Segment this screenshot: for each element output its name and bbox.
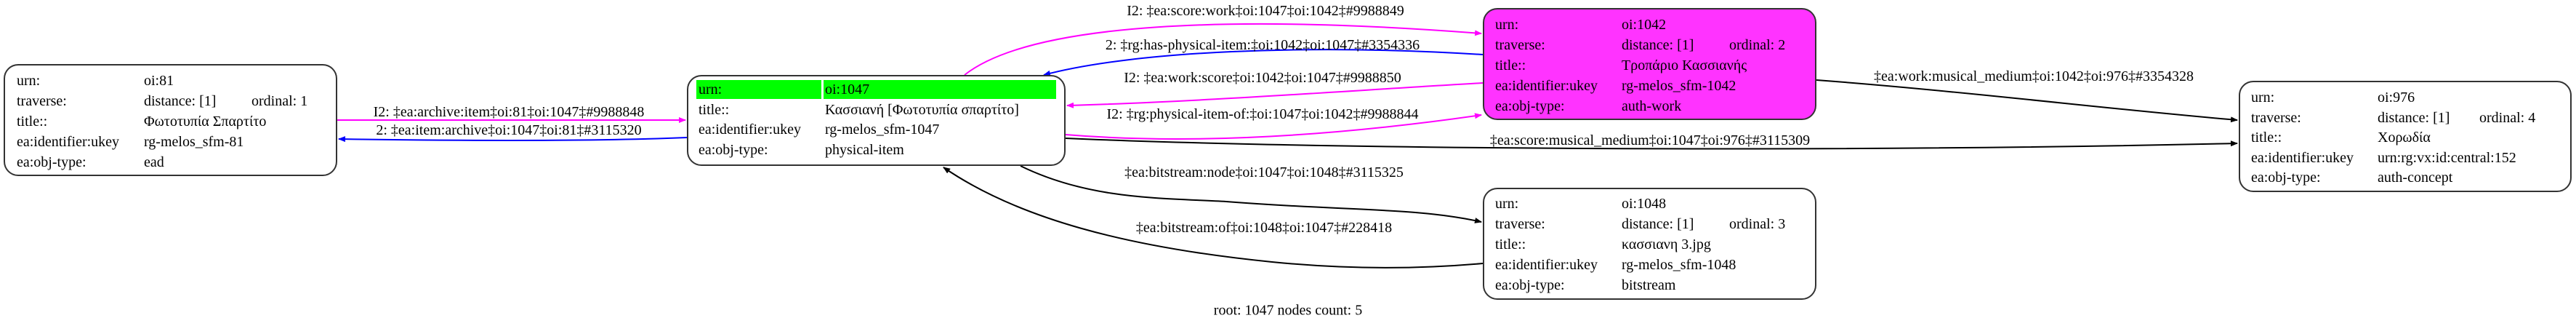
identifier-key: ea:identifier:ukey bbox=[1495, 257, 1598, 273]
identifier-value: rg-melos_sfm-81 bbox=[144, 134, 244, 150]
traverse-key: traverse: bbox=[2251, 110, 2301, 126]
root-highlight-value bbox=[824, 80, 1056, 99]
identifier-value: rg-melos_sfm-1047 bbox=[825, 122, 940, 138]
node-oi-1042[interactable]: urn: oi:1042 traverse: distance: [1] ordina… bbox=[1483, 8, 1816, 120]
obj-type-value: auth-work bbox=[1622, 98, 1682, 114]
identifier-value: urn:rg:vx:id:central:152 bbox=[2378, 150, 2516, 166]
urn-key: urn: bbox=[2251, 90, 2275, 106]
traverse-distance: distance: [1] bbox=[144, 93, 217, 109]
node-oi-1047-root[interactable]: urn: oi:1047 title::Κασσιανή [Φωτοτυπία σ… bbox=[687, 75, 1066, 166]
title-value: Φωτοτυπία Σπαρτίτο bbox=[144, 114, 267, 130]
edge-e8 bbox=[1816, 79, 2238, 123]
obj-type-key: ea:obj-type: bbox=[1495, 277, 1565, 293]
title-value: Χορωδία bbox=[2378, 130, 2431, 146]
identifier-key: ea:identifier:ukey bbox=[699, 122, 802, 138]
traverse-ordinal: ordinal: 1 bbox=[251, 93, 308, 109]
edge-label-e8: ‡ea:work:musical_medium‡oi:1042‡oi:976‡#… bbox=[1874, 68, 2194, 84]
urn-key: urn: bbox=[699, 82, 723, 98]
edge-e7 bbox=[1065, 138, 2238, 150]
obj-type-value: auth-concept bbox=[2378, 170, 2453, 186]
identifier-key: ea:identifier:ukey bbox=[17, 134, 120, 150]
edge-e2 bbox=[338, 136, 688, 143]
edge-label-e7: ‡ea:score:musical_medium‡oi:1047‡oi:976‡… bbox=[1489, 132, 1811, 148]
edge-e10 bbox=[943, 167, 1484, 269]
identifier-value: rg-melos_sfm-1042 bbox=[1622, 78, 1736, 94]
title-key: title:: bbox=[17, 114, 48, 130]
obj-type-value: bitstream bbox=[1622, 277, 1676, 293]
identifier-value: rg-melos_sfm-1048 bbox=[1622, 257, 1736, 273]
traverse-distance: distance: [1] bbox=[1622, 216, 1694, 232]
title-value: Κασσιανή [Φωτοτυπία σπαρτίτο] bbox=[825, 102, 1019, 118]
edge-label-e3: I2: ‡ea:score:work‡oi:1047‡oi:1042‡#9988… bbox=[1127, 3, 1404, 19]
edge-e5 bbox=[1066, 82, 1484, 108]
obj-type-key: ea:obj-type: bbox=[699, 142, 768, 158]
title-key: title:: bbox=[1495, 236, 1526, 253]
edge-label-e5: I2: ‡ea:work:score‡oi:1042‡oi:1047‡#9988… bbox=[1124, 70, 1401, 86]
obj-type-key: ea:obj-type: bbox=[2251, 170, 2321, 186]
traverse-ordinal: ordinal: 4 bbox=[2479, 110, 2536, 126]
edge-e6 bbox=[1065, 113, 1482, 140]
identifier-key: ea:identifier:ukey bbox=[2251, 150, 2354, 166]
urn-key: urn: bbox=[1495, 17, 1519, 33]
urn-key: urn: bbox=[17, 73, 41, 89]
edge-label-e9: ‡ea:bitstream:node‡oi:1047‡oi:1048‡#3115… bbox=[1124, 164, 1404, 180]
urn-key: urn: bbox=[1495, 196, 1519, 212]
node-oi-81[interactable]: urn: oi:81 traverse: distance: [1] ordinal:… bbox=[4, 64, 337, 176]
obj-type-key: ea:obj-type: bbox=[1495, 98, 1565, 114]
urn-value: oi:81 bbox=[144, 73, 174, 89]
traverse-distance: distance: [1] bbox=[1622, 37, 1694, 53]
edge-e9 bbox=[1020, 165, 1482, 223]
node-oi-1048[interactable]: urn: oi:1048 traverse: distance: [1] ordina… bbox=[1483, 188, 1816, 300]
edge-e4 bbox=[1043, 49, 1484, 76]
edge-label-e10: ‡ea:bitstream:of‡oi:1048‡oi:1047‡#228418 bbox=[1135, 220, 1393, 236]
title-value: Τροπάριο Κασσιανής bbox=[1622, 57, 1747, 73]
title-key: title:: bbox=[699, 102, 730, 118]
traverse-ordinal: ordinal: 2 bbox=[1729, 37, 1786, 53]
urn-value: oi:1042 bbox=[1622, 17, 1667, 33]
title-value: κασσιανη 3.jpg bbox=[1622, 236, 1711, 253]
urn-value: oi:976 bbox=[2378, 90, 2415, 106]
urn-value: oi:1047 bbox=[825, 82, 870, 98]
traverse-key: traverse: bbox=[1495, 37, 1545, 53]
title-key: title:: bbox=[1495, 57, 1526, 73]
traverse-key: traverse: bbox=[1495, 216, 1545, 232]
traverse-ordinal: ordinal: 3 bbox=[1729, 216, 1786, 232]
identifier-key: ea:identifier:ukey bbox=[1495, 78, 1598, 94]
node-oi-976[interactable]: urn: oi:976 traverse: distance: [1] ordinal… bbox=[2239, 81, 2572, 192]
title-key: title:: bbox=[2251, 130, 2282, 146]
root-highlight-key bbox=[696, 80, 821, 99]
obj-type-value: ead bbox=[144, 154, 164, 170]
edge-label-e4: 2: ‡rg:has-physical-item:‡oi:1042‡oi:104… bbox=[1105, 37, 1420, 53]
edge-e3 bbox=[964, 23, 1482, 76]
graph-footer-caption: root: 1047 nodes count: 5 bbox=[1213, 302, 1363, 319]
edge-label-e1: I2: ‡ea:archive:item‡oi:81‡oi:1047‡#9988… bbox=[373, 104, 645, 120]
traverse-key: traverse: bbox=[17, 93, 67, 109]
obj-type-value: physical-item bbox=[825, 142, 904, 158]
edge-label-e6: I2: ‡rg:physical-item-of:‡oi:1047‡oi:104… bbox=[1106, 106, 1419, 122]
edge-label-e2: 2: ‡ea:item:archive‡oi:1047‡oi:81‡#31153… bbox=[376, 122, 642, 138]
obj-type-key: ea:obj-type: bbox=[17, 154, 86, 170]
traverse-distance: distance: [1] bbox=[2378, 110, 2450, 126]
urn-value: oi:1048 bbox=[1622, 196, 1667, 212]
